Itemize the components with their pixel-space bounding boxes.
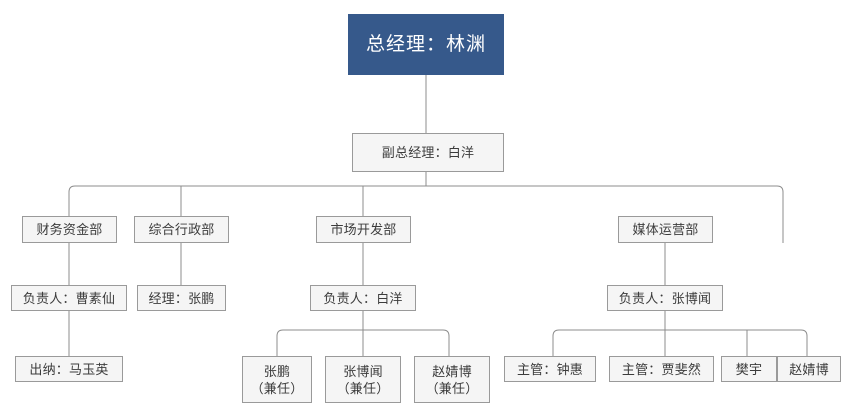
node-department-market-development-label: 市场开发部 (330, 222, 397, 237)
node-media-member-jiafeiran[interactable]: 主管：贾斐然 (609, 356, 714, 382)
node-department-administration[interactable]: 综合行政部 (134, 216, 229, 243)
node-finance-cashier[interactable]: 出纳：马玉英 (15, 356, 123, 382)
node-department-administration-label: 综合行政部 (148, 222, 215, 237)
node-finance-head-label: 负责人：曹素仙 (22, 290, 116, 306)
node-media-member-zhonghui[interactable]: 主管：钟惠 (504, 356, 596, 382)
node-market-member-zhaojingbo-note: （兼任） (425, 380, 479, 396)
node-market-member-zhaojingbo-name: 赵婧博 (432, 363, 472, 379)
node-media-member-zhaojingbo-label: 赵婧博 (789, 361, 829, 377)
node-market-member-zhaojingbo[interactable]: 赵婧博 （兼任） (414, 356, 490, 403)
node-market-head-label: 负责人：白洋 (323, 290, 403, 306)
node-department-finance[interactable]: 财务资金部 (22, 216, 117, 243)
node-market-member-zhangpeng-note: （兼任） (250, 380, 304, 396)
node-department-media-operations-label: 媒体运营部 (632, 222, 699, 237)
node-administration-manager-label: 经理：张鹏 (148, 290, 215, 306)
node-media-member-zhaojingbo[interactable]: 赵婧博 (777, 356, 841, 382)
node-administration-manager[interactable]: 经理：张鹏 (137, 285, 226, 311)
node-deputy-general-manager-label: 副总经理：白洋 (381, 145, 475, 160)
node-media-head-label: 负责人：张博闻 (618, 290, 712, 306)
node-media-member-fanyu[interactable]: 樊宇 (721, 356, 777, 382)
node-finance-head[interactable]: 负责人：曹素仙 (11, 285, 127, 311)
node-market-member-zhangpeng[interactable]: 张鹏 （兼任） (242, 356, 312, 403)
node-media-member-jiafeiran-label: 主管：贾斐然 (621, 361, 702, 377)
node-general-manager-label: 总经理：林渊 (365, 33, 486, 55)
node-media-head[interactable]: 负责人：张博闻 (607, 285, 723, 311)
node-department-finance-label: 财务资金部 (36, 222, 103, 237)
node-market-member-zhangbowen-note: （兼任） (336, 380, 390, 396)
node-market-member-zhangbowen-name: 张博闻 (343, 363, 383, 379)
node-media-member-zhonghui-label: 主管：钟惠 (516, 361, 583, 377)
node-market-member-zhangpeng-name: 张鹏 (263, 363, 291, 379)
node-media-member-fanyu-label: 樊宇 (735, 361, 763, 377)
node-general-manager[interactable]: 总经理：林渊 (348, 14, 504, 75)
node-department-media-operations[interactable]: 媒体运营部 (618, 216, 713, 243)
node-finance-cashier-label: 出纳：马玉英 (29, 361, 109, 377)
node-department-market-development[interactable]: 市场开发部 (316, 216, 411, 243)
node-market-head[interactable]: 负责人：白洋 (310, 285, 416, 311)
node-market-member-zhangbowen[interactable]: 张博闻 （兼任） (325, 356, 401, 403)
node-deputy-general-manager[interactable]: 副总经理：白洋 (352, 133, 504, 172)
